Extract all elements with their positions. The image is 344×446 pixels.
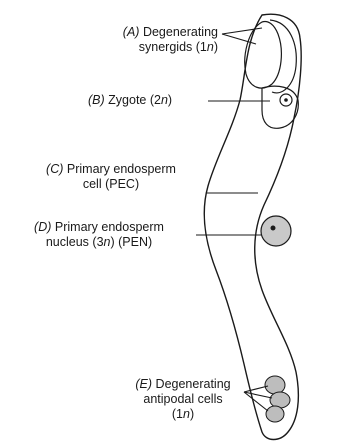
label-c-line2: cell (PEC) (18, 177, 204, 192)
leader-a-1 (222, 28, 262, 34)
label-a-line2-pre: synergids (1 (139, 40, 207, 54)
label-a-letter: (A) (123, 25, 140, 39)
label-e-line2: antipodal cells (118, 392, 248, 407)
label-e-line3-post: ) (190, 407, 194, 421)
pen-nucleus (261, 216, 291, 246)
antipodal-cell-3 (266, 406, 284, 422)
antipodal-cell-2 (270, 392, 290, 408)
label-a-line1: Degenerating (143, 25, 218, 39)
label-c-line1: Primary endosperm (67, 162, 176, 176)
label-e-line3-n: n (183, 407, 190, 421)
label-d-line1: Primary endosperm (55, 220, 164, 234)
label-d: (D) Primary endosperm nucleus (3n) (PEN) (6, 220, 192, 250)
label-e-line3-pre: (1 (172, 407, 183, 421)
antipodal-cell-1 (265, 376, 285, 394)
label-e-letter: (E) (135, 377, 152, 391)
label-e-line1: Degenerating (156, 377, 231, 391)
label-a: (A) Degenerating synergids (1n) (62, 25, 218, 55)
label-d-letter: (D) (34, 220, 51, 234)
synergid-shape-1 (245, 22, 282, 89)
label-d-line2-post: ) (PEN) (110, 235, 152, 249)
label-e: (E) Degenerating antipodal cells (1n) (118, 377, 248, 422)
label-c-letter: (C) (46, 162, 63, 176)
label-a-line2-post: ) (214, 40, 218, 54)
pen-nucleolus (271, 226, 276, 231)
label-b-text-n: n (161, 93, 168, 107)
label-d-line2-pre: nucleus (3 (46, 235, 104, 249)
label-c: (C) Primary endosperm cell (PEC) (18, 162, 204, 192)
label-b-letter: (B) (88, 93, 105, 107)
zygote-nucleolus (284, 98, 288, 102)
label-b-text-pre: Zygote (2 (108, 93, 161, 107)
label-b-text-post: ) (168, 93, 172, 107)
label-b: (B) Zygote (2n) (88, 93, 172, 108)
label-a-line2-n: n (207, 40, 214, 54)
